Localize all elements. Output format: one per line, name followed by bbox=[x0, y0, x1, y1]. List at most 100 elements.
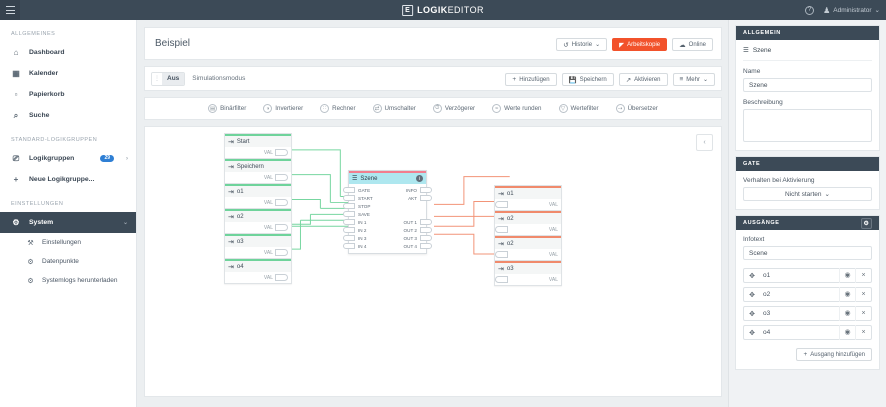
output-port[interactable] bbox=[420, 235, 432, 241]
eye-icon[interactable]: ◉ bbox=[839, 306, 855, 321]
eye-icon[interactable]: ◉ bbox=[839, 287, 855, 302]
output-list-item[interactable]: ✥ o1 ◉ × bbox=[743, 268, 872, 283]
drag-handle-icon[interactable]: ✥ bbox=[749, 272, 755, 280]
page-header-card: Beispiel ↺ Historie ⌄ ◤ Arbeitskopie ☁ O… bbox=[144, 27, 722, 60]
output-list-item[interactable]: ✥ o4 ◉ × bbox=[743, 325, 872, 340]
output-list-item[interactable]: ✥ o2 ◉ × bbox=[743, 287, 872, 302]
sidebar-item-neue-logikgruppe[interactable]: + Neue Logikgruppe... bbox=[0, 169, 136, 190]
output-port[interactable] bbox=[275, 149, 288, 156]
palette-item-binaerfilter[interactable]: ▤ Binärfilter bbox=[208, 104, 246, 113]
eye-icon[interactable]: ◉ bbox=[839, 325, 855, 340]
output-port[interactable] bbox=[275, 274, 288, 281]
sidebar-item-einstellungen[interactable]: ⚒ Einstellungen bbox=[0, 233, 136, 252]
name-input[interactable]: Szene bbox=[743, 78, 872, 92]
sidebar-item-suche[interactable]: ⌕ Suche bbox=[0, 105, 136, 126]
arbeitskopie-button[interactable]: ◤ Arbeitskopie bbox=[612, 38, 668, 51]
port-label: VAL bbox=[263, 274, 273, 281]
input-port[interactable] bbox=[495, 226, 508, 233]
input-port[interactable] bbox=[343, 203, 355, 209]
input-node-icon: ⇥ bbox=[228, 238, 234, 246]
input-port[interactable] bbox=[343, 219, 355, 225]
input-port[interactable] bbox=[495, 251, 508, 258]
online-button[interactable]: ☁ Online bbox=[672, 38, 713, 51]
input-port[interactable] bbox=[343, 235, 355, 241]
node-accent-bar bbox=[225, 234, 291, 236]
input-port[interactable] bbox=[343, 187, 355, 193]
input-port[interactable] bbox=[343, 211, 355, 217]
node-input-o1[interactable]: ⇥ o1 VAL bbox=[224, 183, 292, 209]
input-port[interactable] bbox=[343, 227, 355, 233]
info-icon[interactable]: i bbox=[416, 175, 423, 182]
node-output-o3[interactable]: ⇥ o3 VAL bbox=[494, 260, 562, 286]
palette-item-invertierer[interactable]: ◑ Invertierer bbox=[263, 104, 303, 113]
sidebar-item-label: Suche bbox=[29, 112, 50, 119]
node-input-o3[interactable]: ⇥ o3 VAL bbox=[224, 233, 292, 259]
drag-handle-icon[interactable]: ✥ bbox=[749, 310, 755, 318]
close-icon[interactable]: × bbox=[855, 306, 871, 321]
button-label: Speichern bbox=[579, 76, 607, 83]
node-speichern[interactable]: ⇥ Speichern VAL bbox=[224, 158, 292, 184]
node-start[interactable]: ⇥ Start VAL bbox=[224, 133, 292, 159]
close-icon[interactable]: × bbox=[855, 325, 871, 340]
sidebar-item-systemlogs[interactable]: ⚙ Systemlogs herunterladen bbox=[0, 271, 136, 290]
output-port[interactable] bbox=[275, 224, 288, 231]
hinzufuegen-button[interactable]: + Hinzufügen bbox=[505, 73, 557, 86]
node-input-o4[interactable]: ⇥ o4 VAL bbox=[224, 258, 292, 284]
drag-handle-icon[interactable]: ✥ bbox=[749, 329, 755, 337]
invert-icon: ◑ bbox=[263, 104, 273, 113]
palette-item-werte-runden[interactable]: ≈ Werte runden bbox=[492, 104, 542, 113]
output-port[interactable] bbox=[420, 227, 432, 233]
input-port[interactable] bbox=[343, 243, 355, 249]
aktivieren-button[interactable]: ↗ Aktivieren bbox=[618, 73, 668, 86]
node-output-o2-a[interactable]: ⇥ o2 VAL bbox=[494, 210, 562, 236]
close-icon[interactable]: × bbox=[855, 268, 871, 283]
output-port[interactable] bbox=[275, 199, 288, 206]
node-output-o2-b[interactable]: ⇥ o2 VAL bbox=[494, 235, 562, 261]
sidebar-item-datenpunkte[interactable]: ⚙ Datenpunkte bbox=[0, 252, 136, 271]
ausgang-hinzufuegen-button[interactable]: + Ausgang hinzufügen bbox=[796, 348, 872, 361]
sidebar-item-papierkorb[interactable]: ▫ Papierkorb bbox=[0, 84, 136, 105]
output-list-item[interactable]: ✥ o3 ◉ × bbox=[743, 306, 872, 321]
user-menu[interactable]: ♟ Administrator ⌄ bbox=[823, 6, 880, 15]
gate-behavior-select[interactable]: Nicht starten ⌄ bbox=[743, 187, 872, 201]
palette-item-wertefilter[interactable]: ▽ Wertefilter bbox=[558, 104, 599, 113]
logic-canvas[interactable]: ‹ bbox=[144, 126, 722, 397]
sidebar-item-logikgruppen[interactable]: ⎚ Logikgruppen 29 › bbox=[0, 148, 136, 169]
help-icon[interactable]: ? bbox=[805, 5, 815, 15]
sidebar-item-dashboard[interactable]: ⌂ Dashboard bbox=[0, 42, 136, 63]
beschreibung-textarea[interactable] bbox=[743, 109, 872, 142]
button-label: Aktivieren bbox=[634, 76, 661, 83]
historie-button[interactable]: ↺ Historie ⌄ bbox=[556, 38, 608, 51]
gear-icon[interactable]: ⚙ bbox=[861, 217, 872, 229]
drag-handle-icon[interactable]: ✥ bbox=[749, 291, 755, 299]
node-title: o1 bbox=[236, 188, 244, 195]
output-port[interactable] bbox=[420, 195, 432, 201]
input-port[interactable] bbox=[495, 276, 508, 283]
speichern-button[interactable]: 💾 Speichern bbox=[561, 73, 614, 86]
palette-item-rechner[interactable]: ∷ Rechner bbox=[320, 104, 356, 113]
palette-item-verzoegerer[interactable]: ⏱ Verzögerer bbox=[432, 104, 475, 113]
palette-item-uebersetzer[interactable]: ⇢ Übersetzer bbox=[615, 104, 658, 113]
palette-item-umschalter[interactable]: ⇄ Umschalter bbox=[372, 104, 416, 113]
logikgruppen-count-badge: 29 bbox=[100, 155, 114, 162]
output-port[interactable] bbox=[275, 249, 288, 256]
output-port[interactable] bbox=[275, 174, 288, 181]
output-port[interactable] bbox=[420, 187, 432, 193]
sidebar-item-system[interactable]: ⚙ System ⌄ bbox=[0, 212, 136, 233]
node-input-o2[interactable]: ⇥ o2 VAL bbox=[224, 208, 292, 234]
output-port[interactable] bbox=[420, 219, 432, 225]
collapse-panel-button[interactable]: ‹ bbox=[696, 134, 713, 151]
mehr-button[interactable]: ≡ Mehr ⌄ bbox=[672, 73, 715, 86]
input-port[interactable] bbox=[495, 201, 508, 208]
close-icon[interactable]: × bbox=[855, 287, 871, 302]
sidebar-item-kalender[interactable]: ▦ Kalender bbox=[0, 63, 136, 84]
gear-download-icon: ⚙ bbox=[27, 277, 34, 285]
input-port[interactable] bbox=[343, 195, 355, 201]
node-output-o1[interactable]: ⇥ o1 VAL bbox=[494, 185, 562, 211]
node-szene[interactable]: ☰ Szene i GATE INFO START AKT bbox=[343, 170, 432, 254]
eye-icon[interactable]: ◉ bbox=[839, 268, 855, 283]
infotext-input[interactable]: Scene bbox=[743, 246, 872, 260]
menu-toggle-button[interactable] bbox=[0, 0, 20, 20]
output-port[interactable] bbox=[420, 243, 432, 249]
simulation-toggle[interactable]: ⋮ Aus bbox=[151, 71, 186, 86]
